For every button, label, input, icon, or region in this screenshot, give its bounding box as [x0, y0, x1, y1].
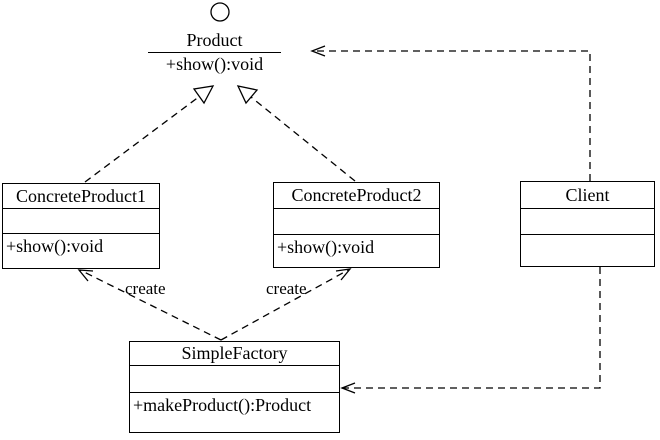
open-arrowhead-icon [335, 268, 352, 281]
create-label-left: create [125, 279, 166, 298]
hollow-triangle-arrowhead-icon [236, 85, 259, 105]
hollow-triangle-arrowhead-icon [192, 85, 215, 105]
dependency-arrow-client-factory [340, 267, 601, 394]
realization-arrow-cp1-product [84, 85, 215, 183]
open-arrowhead-icon [340, 382, 356, 394]
interface-product-method: +show():void [165, 54, 264, 74]
realization-arrow-cp2-product [236, 85, 356, 182]
class-title: SimpleFactory [130, 342, 339, 366]
attributes-compartment [130, 366, 339, 393]
class-method: +show():void [6, 236, 104, 256]
attributes-compartment [3, 209, 159, 234]
interface-product-name: Product [148, 30, 281, 53]
class-box-concreteproduct1: ConcreteProduct1 +show():void [2, 183, 160, 269]
create-label-right: create [266, 279, 307, 298]
class-title: Client [521, 182, 654, 209]
attributes-compartment [274, 209, 439, 235]
class-box-simplefactory: SimpleFactory +makeProduct():Product [129, 341, 340, 433]
attributes-compartment [521, 209, 654, 235]
open-arrowhead-icon [77, 269, 94, 282]
class-box-concreteproduct2: ConcreteProduct2 +show():void [273, 182, 440, 268]
class-title: ConcreteProduct2 [274, 183, 439, 209]
class-method: +makeProduct():Product [133, 395, 312, 415]
interface-lollipop-icon [210, 2, 230, 22]
class-method: +show():void [277, 237, 375, 257]
open-arrowhead-icon [310, 45, 326, 57]
interface-product: Product +show():void [148, 30, 281, 75]
methods-compartment [521, 235, 654, 266]
class-title: ConcreteProduct1 [3, 184, 159, 209]
dependency-arrow-client-product [310, 45, 591, 181]
class-box-client: Client [520, 181, 655, 267]
